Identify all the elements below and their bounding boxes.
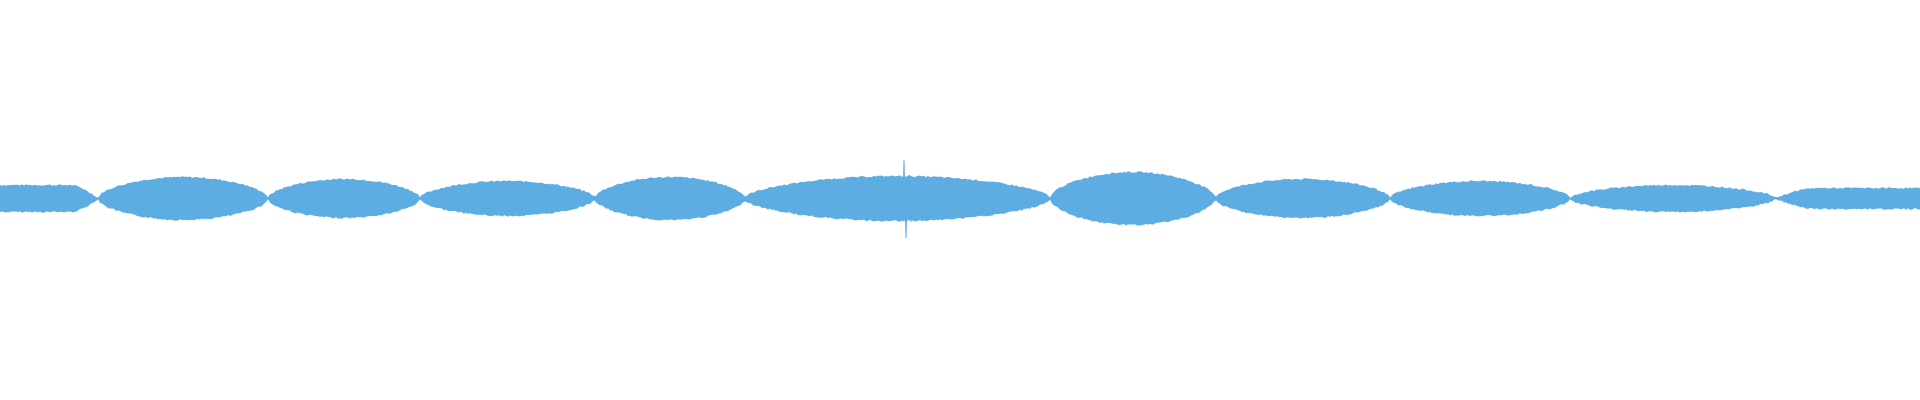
waveform-transient-spike: [902, 159, 912, 239]
waveform-shape: [0, 171, 1920, 226]
